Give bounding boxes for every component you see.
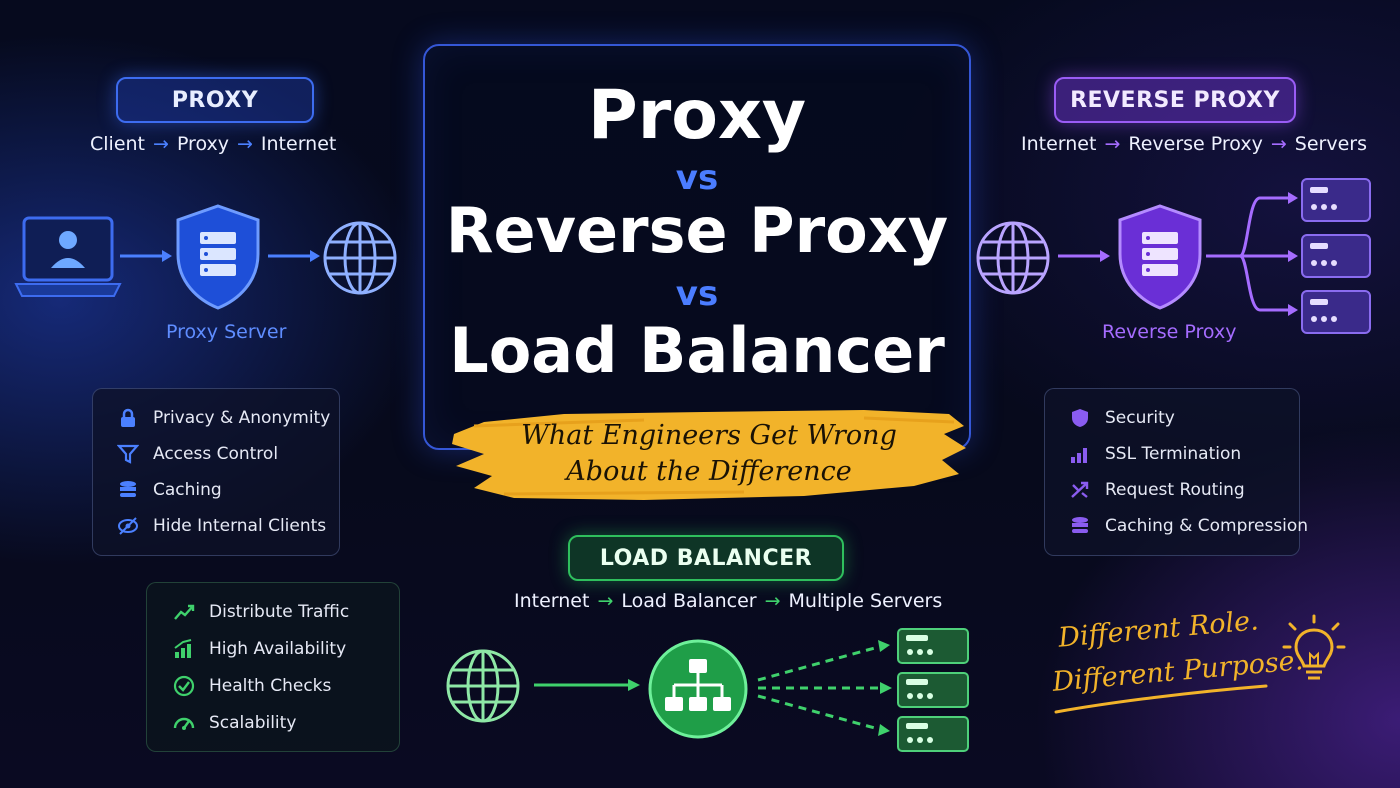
globe-internet-icon xyxy=(976,221,1050,295)
bar-chart-icon xyxy=(1071,448,1087,463)
lightbulb-icon xyxy=(1282,614,1346,680)
branching-arrows xyxy=(1206,192,1298,316)
server-icon xyxy=(897,716,969,752)
subtitle-line-1: What Engineers Get Wrong xyxy=(521,420,897,451)
load-balancer-hub-icon xyxy=(648,639,748,739)
server-icon xyxy=(897,672,969,708)
filter-icon xyxy=(117,444,139,464)
trend-line-icon xyxy=(174,604,195,620)
database-icon xyxy=(1072,517,1088,533)
globe-internet-icon xyxy=(323,221,397,295)
subtitle-line-2: About the Difference xyxy=(566,456,852,487)
arrow-right-icon: → xyxy=(597,590,614,612)
underline-stroke xyxy=(1054,684,1268,714)
arrow-right-icon xyxy=(534,679,640,691)
proxy-label: PROXY xyxy=(116,77,314,123)
routing-arrows-icon xyxy=(1071,481,1089,498)
arrow-right-icon: → xyxy=(1104,133,1121,155)
lock-icon xyxy=(121,408,135,427)
dashed-arrows xyxy=(757,640,892,736)
proxy-shield-icon xyxy=(176,204,260,310)
proxy-flow-step-3: Internet xyxy=(260,133,337,155)
lb-flow-step-3: Multiple Servers xyxy=(788,590,943,612)
title-panel: Proxy vs Reverse Proxy vs Load Balancer xyxy=(423,44,971,450)
reverse-proxy-label: REVERSE PROXY xyxy=(1054,77,1296,123)
reverse-flow-step-2: Reverse Proxy xyxy=(1128,133,1263,155)
arrow-right-icon: → xyxy=(1270,133,1287,155)
feature-item: Caching xyxy=(117,479,222,501)
reverse-flow-step-3: Servers xyxy=(1294,133,1367,155)
arrow-right-icon xyxy=(268,250,320,262)
title-vs-1: vs xyxy=(675,158,719,198)
feature-item: Distribute Traffic xyxy=(173,601,349,623)
arrow-right-icon xyxy=(1058,250,1110,262)
proxy-server-caption: Proxy Server xyxy=(166,321,287,343)
arrow-right-icon: → xyxy=(236,133,253,155)
globe-internet-icon xyxy=(446,649,520,723)
server-icon xyxy=(897,628,969,664)
feature-item: Health Checks xyxy=(173,675,331,697)
proxy-flow-step-2: Proxy xyxy=(176,133,229,155)
arrow-right-icon xyxy=(120,250,172,262)
feature-item: Request Routing xyxy=(1069,479,1245,501)
load-balancer-label: LOAD BALANCER xyxy=(568,535,844,581)
reverse-proxy-flow: Internet → Reverse Proxy → Servers xyxy=(1021,133,1367,155)
feature-item: SSL Termination xyxy=(1069,443,1241,465)
feature-item: Caching & Compression xyxy=(1069,515,1308,537)
lb-flow-step-2: Load Balancer xyxy=(621,590,757,612)
reverse-proxy-shield-icon xyxy=(1118,204,1202,310)
subtitle-block: What Engineers Get Wrong About the Diffe… xyxy=(444,404,974,508)
server-icon xyxy=(1301,290,1371,334)
proxy-flow: Client → Proxy → Internet xyxy=(90,133,336,155)
proxy-features-card: Privacy & Anonymity Access Control Cachi… xyxy=(92,388,340,556)
shield-icon xyxy=(1072,409,1088,427)
brush-stroke xyxy=(452,410,966,500)
feature-item: High Availability xyxy=(173,638,346,660)
gauge-icon xyxy=(173,717,195,730)
title-proxy: Proxy xyxy=(587,76,807,155)
load-balancer-flow: Internet → Load Balancer → Multiple Serv… xyxy=(514,590,942,612)
feature-item: Security xyxy=(1069,407,1175,429)
arrow-right-icon: → xyxy=(153,133,169,155)
lb-flow-step-1: Internet xyxy=(514,590,590,612)
reverse-flow-step-1: Internet xyxy=(1021,133,1097,155)
trend-bars-icon xyxy=(174,639,192,658)
title-reverse-proxy: Reverse Proxy xyxy=(445,194,949,267)
check-circle-icon xyxy=(173,675,195,697)
feature-item: Scalability xyxy=(173,712,296,734)
proxy-flow-step-1: Client xyxy=(90,133,146,155)
feature-item: Privacy & Anonymity xyxy=(117,407,330,429)
arrow-right-icon: → xyxy=(764,590,781,612)
reverse-proxy-caption: Reverse Proxy xyxy=(1102,321,1237,343)
laptop-client-icon xyxy=(14,216,122,297)
feature-item: Access Control xyxy=(117,443,278,465)
title-load-balancer: Load Balancer xyxy=(449,314,945,387)
reverse-proxy-features-card: Security SSL Termination Request Routing… xyxy=(1044,388,1308,556)
server-icon xyxy=(1301,234,1371,278)
server-icon xyxy=(1301,178,1371,222)
load-balancer-features-card: Distribute Traffic High Availability Hea… xyxy=(146,582,400,752)
title-vs-2: vs xyxy=(675,274,719,314)
feature-item: Hide Internal Clients xyxy=(117,515,326,537)
database-icon xyxy=(120,481,136,497)
tagline-line-1: Different Role. xyxy=(1057,605,1260,654)
eye-off-icon xyxy=(118,517,138,535)
